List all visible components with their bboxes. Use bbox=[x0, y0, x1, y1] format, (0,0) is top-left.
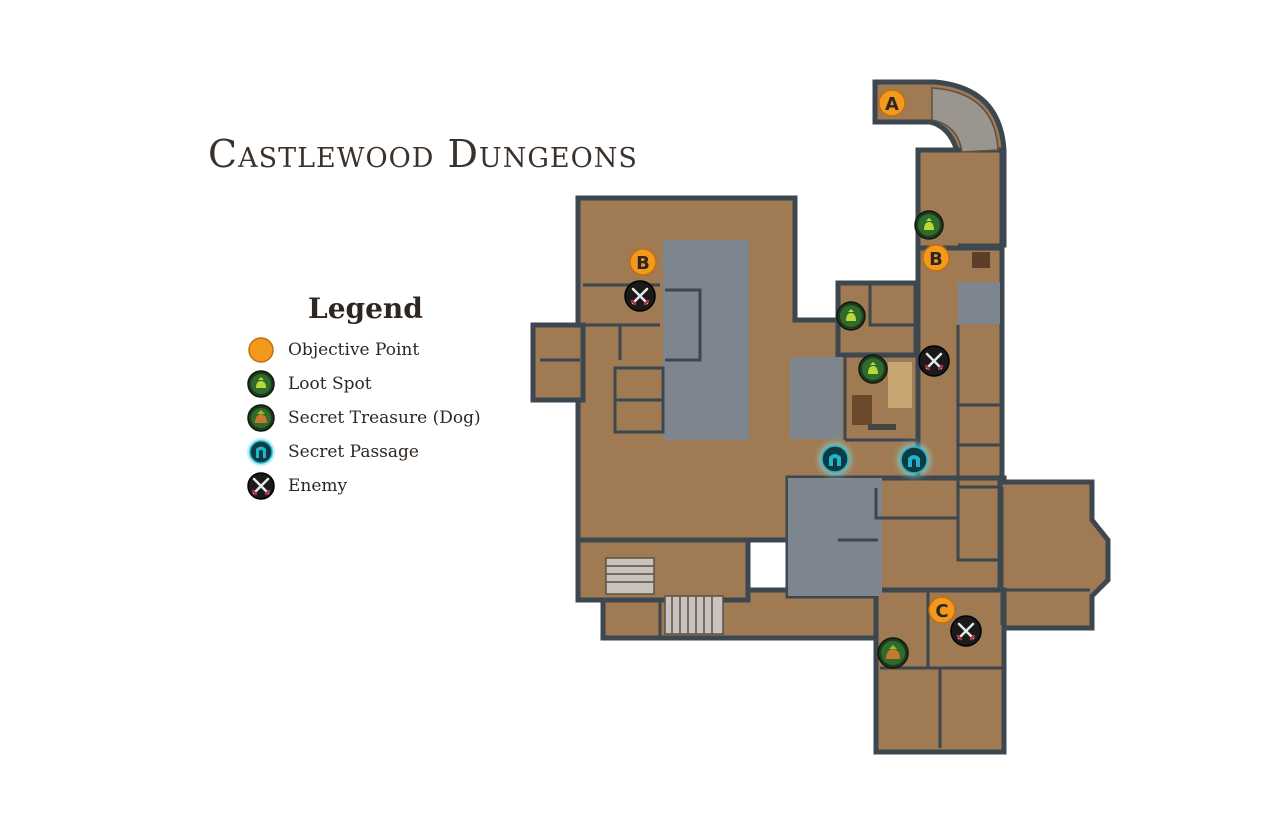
legend-label: Secret Treasure (Dog) bbox=[288, 408, 481, 428]
marker-label-b-left: B bbox=[636, 253, 650, 274]
objective-marker-b-left: B bbox=[629, 248, 657, 276]
secret-passage-marker bbox=[897, 443, 931, 477]
loot-bag-icon bbox=[247, 370, 275, 398]
legend-label: Loot Spot bbox=[288, 374, 372, 394]
enemy-marker bbox=[950, 615, 982, 647]
marker-label-b-right: B bbox=[929, 249, 943, 270]
map-partitions bbox=[540, 243, 1090, 748]
enemy-marker bbox=[918, 345, 950, 377]
orange-circle-icon bbox=[248, 337, 274, 363]
enemy-marker bbox=[624, 280, 656, 312]
legend-item-objective: Objective Point bbox=[246, 335, 419, 365]
dog-treasure-icon bbox=[247, 404, 275, 432]
marker-label-c: C bbox=[935, 601, 948, 622]
legend-item-treasure: Secret Treasure (Dog) bbox=[246, 403, 481, 433]
legend-item-loot: Loot Spot bbox=[246, 369, 372, 399]
legend-label: Enemy bbox=[288, 476, 348, 496]
marker-label-a: A bbox=[885, 94, 899, 115]
secret-passage-marker bbox=[818, 442, 852, 476]
objective-marker-c: C bbox=[928, 596, 956, 624]
loot-marker bbox=[836, 301, 866, 331]
legend-item-passage: Secret Passage bbox=[246, 437, 419, 467]
map-walls bbox=[663, 240, 1000, 596]
objective-marker-b-right: B bbox=[922, 244, 950, 272]
legend-label: Objective Point bbox=[288, 340, 420, 360]
objective-marker-a: A bbox=[878, 89, 906, 117]
secret-passage-icon bbox=[247, 438, 275, 466]
loot-marker bbox=[858, 354, 888, 384]
map-title: Castlewood Dungeons bbox=[208, 132, 638, 176]
crossed-swords-icon bbox=[247, 472, 275, 500]
legend-title: Legend bbox=[308, 292, 423, 325]
room-furniture bbox=[852, 252, 990, 430]
stairs bbox=[605, 87, 999, 635]
dog-treasure-marker bbox=[877, 637, 909, 669]
legend-label: Secret Passage bbox=[288, 442, 419, 462]
loot-marker bbox=[914, 210, 944, 240]
legend-item-enemy: Enemy bbox=[246, 471, 347, 501]
